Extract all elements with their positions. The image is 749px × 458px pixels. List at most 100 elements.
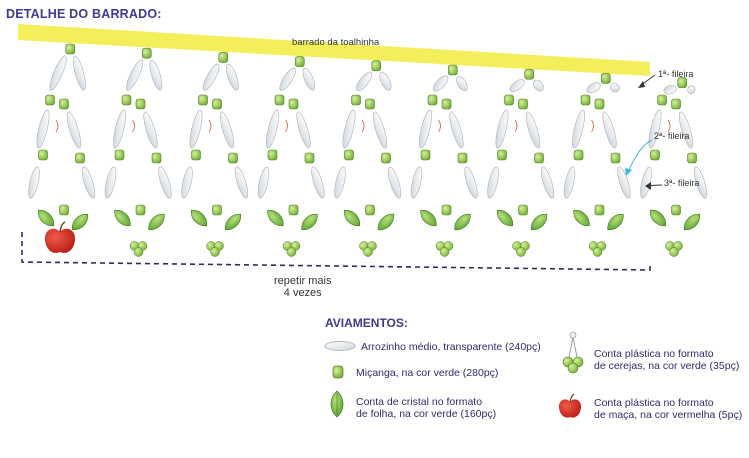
legend-item-apple-bead-line2: de maça, na cor vermelha (5pç): [594, 409, 743, 421]
green-bead: [75, 152, 85, 164]
rice-bead: [648, 109, 662, 149]
apple-bead-icon: [558, 393, 582, 418]
green-bead: [497, 149, 507, 161]
green-bead: [344, 149, 354, 161]
rice-bead: [586, 82, 601, 94]
rice-bead: [356, 71, 373, 92]
rice-bead: [113, 109, 126, 149]
diagram-title: DETALHE DO BARRADO:: [6, 7, 162, 21]
band-label: barrado da toalhinha: [292, 37, 380, 48]
green-bead: [600, 73, 611, 84]
rice-bead: [456, 76, 468, 91]
green-bead: [38, 149, 48, 161]
rice-bead: [687, 85, 696, 95]
green-bead: [518, 98, 528, 110]
leaf-bead: [301, 213, 318, 231]
row-2-arrowhead: [625, 168, 632, 176]
rice-bead: [663, 85, 677, 95]
green-bead: [351, 94, 361, 106]
thread: [361, 119, 365, 133]
rice-bead: [342, 109, 356, 149]
green-bead: [135, 204, 146, 216]
rice-bead: [28, 166, 40, 199]
rice-bead: [257, 166, 270, 199]
rice-bead: [334, 166, 346, 199]
green-bead: [365, 204, 375, 216]
apple-stem: [59, 221, 66, 233]
legend-item-leaf-bead-line1: Conta de cristal no formato: [356, 396, 483, 408]
rice-bead: [181, 166, 193, 199]
green-bead: [365, 98, 375, 110]
rice-bead: [202, 63, 220, 91]
thread: [438, 119, 441, 133]
green-bead: [141, 47, 152, 59]
rice-bead: [189, 109, 203, 149]
leaf-bead: [607, 213, 624, 231]
rice-bead: [49, 55, 67, 91]
row-2-arrow: [627, 139, 653, 173]
legend-item-green-bead-line1: Miçanga, na cor verde (280pç): [356, 367, 499, 379]
rice-bead: [678, 111, 694, 149]
green-bead: [218, 52, 229, 63]
green-bead: [121, 94, 132, 106]
leaf-bead: [190, 209, 208, 227]
leaf-bead: [71, 213, 89, 231]
green-bead: [677, 77, 688, 88]
green-bead: [198, 94, 208, 106]
green-bead: [657, 94, 667, 106]
leaf-bead: [377, 213, 395, 231]
rice-bead: [693, 166, 708, 199]
green-bead: [274, 94, 285, 106]
green-bead: [228, 152, 238, 164]
green-bead: [151, 152, 162, 164]
leaf-bead: [114, 209, 131, 227]
cherry-bead: [363, 247, 373, 257]
green-bead: [504, 94, 514, 106]
green-bead: [65, 43, 76, 55]
green-bead: [212, 204, 222, 216]
legend-item-cherry-bead-line1: Conta plástica no formato: [594, 348, 714, 360]
legend-item-rice-bead: Arrozinho médio, transparente (240pç): [361, 341, 541, 353]
thread: [667, 119, 671, 133]
rice-bead: [302, 68, 316, 91]
rice-bead: [410, 166, 423, 199]
thread: [55, 119, 59, 133]
cherry-bead: [439, 247, 450, 257]
green-bead: [294, 56, 305, 67]
green-bead: [580, 94, 591, 106]
green-bead: [594, 98, 605, 110]
rice-bead: [419, 109, 432, 149]
leaf-bead: [573, 209, 590, 227]
rice-bead: [464, 166, 478, 199]
rice-bead: [126, 59, 144, 91]
rice-bead: [532, 79, 544, 92]
rice-bead: [432, 75, 449, 92]
repeat-label-line1: repetir mais: [274, 275, 332, 287]
rice-bead: [72, 55, 86, 91]
green-bead: [524, 68, 535, 80]
green-bead: [191, 149, 201, 161]
green-bead: [267, 149, 278, 161]
thread: [132, 119, 135, 133]
rice-bead: [572, 109, 585, 149]
rice-bead: [525, 111, 541, 149]
rice-bead: [487, 166, 499, 199]
green-bead: [447, 64, 458, 76]
green-bead: [671, 204, 681, 216]
legend-item-green-bead: Miçanga, na cor verde (280pç): [356, 367, 498, 379]
green-bead: [573, 149, 584, 161]
green-bead: [457, 152, 468, 164]
cherry-bead: [669, 247, 679, 257]
legend-item-leaf-bead-line2: de folha, na cor verde (160pç): [356, 408, 497, 420]
green-bead: [650, 149, 660, 161]
rice-bead: [563, 166, 576, 199]
leaf-bead: [148, 213, 165, 231]
rice-bead: [266, 109, 279, 149]
row-1-label: 1ª- fileira: [658, 69, 694, 79]
apple-bead: [44, 228, 76, 253]
green-bead: [288, 204, 299, 216]
rice-bead: [279, 67, 296, 91]
repeat-label: repetir mais 4 vezes: [274, 275, 331, 299]
green-bead: [59, 204, 69, 216]
rice-bead: [640, 166, 652, 199]
